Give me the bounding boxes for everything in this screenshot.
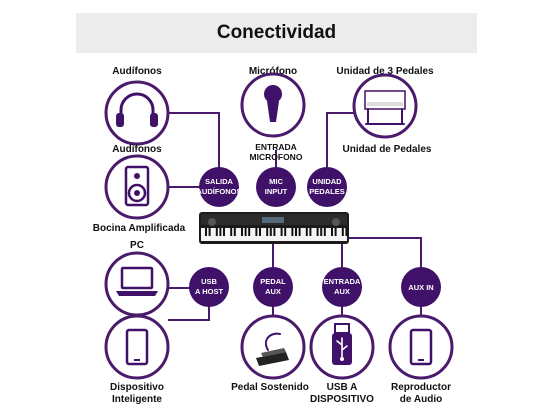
black-key (323, 228, 326, 236)
pedal-unit-node (352, 73, 418, 139)
black-key (316, 228, 319, 236)
headphones-mid-label: Audífonos (112, 144, 162, 155)
title-band: Conectividad (76, 13, 477, 53)
pedal-unit-top-label: Unidad de 3 Pedales (336, 66, 434, 77)
speaker-label: Bocina Amplificada (93, 223, 186, 234)
port-pedal-aux: PEDAL AUX (253, 267, 293, 307)
smart-device-label-line1: Dispositivo (110, 382, 164, 393)
microphone-node (240, 72, 306, 138)
black-key (219, 228, 222, 236)
port-headphone-out-line1: SALIDA (205, 177, 234, 186)
audio-player-label-line1: Reproductor (391, 382, 451, 393)
pc-node (104, 251, 170, 317)
speaker-node (104, 154, 170, 220)
audio-player-label-line2: de Audio (400, 394, 442, 405)
port-aux-input-line2: AUX (334, 287, 350, 296)
port-aux-in-label: AUX IN (408, 283, 433, 292)
headphones-icon (116, 92, 158, 127)
pedal-icon (256, 332, 289, 366)
black-key (241, 228, 243, 236)
port-pedal-unit-line2: PEDALES (309, 187, 344, 196)
port-usb-host: USB A HOST (189, 267, 229, 307)
black-key (233, 228, 236, 236)
port-aux-input: ENTRADA AUX (322, 267, 362, 307)
black-key (295, 228, 297, 236)
headphones-node (104, 80, 170, 146)
port-pedal-unit-line1: UNIDAD (312, 177, 342, 186)
port-mic-input-line1: MIC (269, 177, 283, 186)
smartphone-icon (409, 328, 433, 366)
headphones-top-label: Audífonos (112, 66, 162, 77)
usb-device-label-line1: USB A (327, 382, 358, 393)
port-pedal-aux-line1: PEDAL (260, 277, 286, 286)
black-key (248, 228, 251, 236)
black-key (255, 228, 258, 236)
microphone-icon (264, 85, 282, 122)
port-headphone-out: SALIDA AUDÍFONOS (197, 167, 242, 207)
audio-player-node (388, 314, 454, 380)
sustain-pedal-node (240, 314, 306, 380)
black-key (244, 228, 247, 236)
black-key (273, 228, 276, 236)
black-key (205, 228, 207, 236)
port-pedal-aux-line2: AUX (265, 287, 281, 296)
black-key (223, 228, 225, 236)
black-key (208, 228, 211, 236)
laptop-icon (116, 266, 158, 296)
mic-input-label-line1: ENTRADA (255, 142, 297, 152)
pc-label: PC (130, 240, 144, 251)
black-key (266, 228, 269, 236)
pedal-unit-mid-label: Unidad de Pedales (343, 144, 432, 155)
port-mic-input-line2: INPUT (265, 187, 288, 196)
black-key (259, 228, 261, 236)
usb-device-label-line2: DISPOSITIVO (310, 394, 374, 405)
usb-stick-icon (332, 323, 352, 365)
port-pedal-unit: UNIDAD PEDALES (307, 167, 347, 207)
piano-stand-icon (364, 90, 406, 125)
black-key (284, 228, 287, 236)
port-mic-input: MIC INPUT (256, 167, 296, 207)
keyboard-keys (205, 228, 348, 236)
black-key (269, 228, 272, 236)
mic-input-label-line2: MICROFONO (250, 152, 303, 162)
black-key (291, 228, 294, 236)
black-key (341, 228, 344, 236)
microphone-label: Micrófono (249, 66, 297, 77)
port-aux-in: AUX IN (401, 267, 441, 307)
page-title: Conectividad (216, 22, 337, 43)
sustain-pedal-label: Pedal Sostenido (231, 382, 309, 393)
port-aux-input-line1: ENTRADA (324, 277, 361, 286)
black-key (331, 228, 333, 236)
black-key (280, 228, 283, 236)
port-headphone-out-line2: AUDÍFONOS (197, 187, 242, 196)
smartphone-icon (125, 328, 149, 366)
black-key (230, 228, 233, 236)
black-key (320, 228, 323, 236)
keyboard-image (199, 212, 349, 244)
smart-device-node (104, 314, 170, 380)
smart-device-label-line2: Inteligente (112, 394, 162, 405)
speaker-icon (124, 165, 150, 207)
usb-device-node (309, 314, 375, 380)
black-key (298, 228, 301, 236)
port-usb-host-line1: USB (201, 277, 217, 286)
black-key (305, 228, 308, 236)
black-key (345, 228, 348, 236)
black-key (215, 228, 218, 236)
black-key (309, 228, 312, 236)
port-usb-host-line2: A HOST (195, 287, 223, 296)
black-key (334, 228, 337, 236)
